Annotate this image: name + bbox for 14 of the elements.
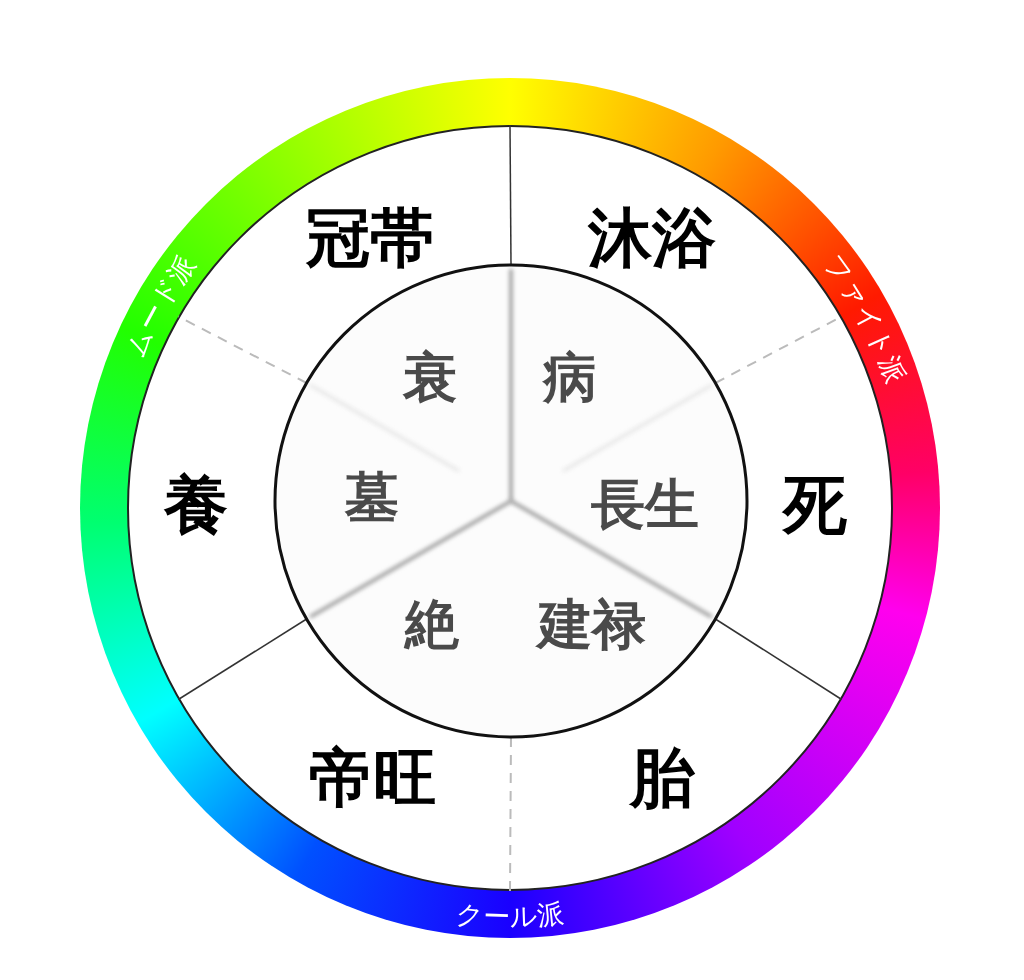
ring-label: ムード派 [119,249,202,362]
ring-label: ファイト派 [818,248,912,388]
inner-stage-label: 墓 [345,471,399,525]
ring-label: クール派 [454,897,566,933]
stage-label: 養 [164,473,228,537]
inner-stage-label: 衰 [403,351,457,405]
inner-stage-label: 長生 [591,478,699,532]
stage-label: 沐浴 [588,206,716,270]
stage-label: 帝旺 [309,746,437,810]
stage-label: 冠帯 [306,206,434,270]
inner-stage-label: 絶 [405,598,459,652]
stage-label: 死 [783,473,847,537]
inner-stage-label: 病 [543,351,597,405]
stage-label: 胎 [630,746,694,810]
